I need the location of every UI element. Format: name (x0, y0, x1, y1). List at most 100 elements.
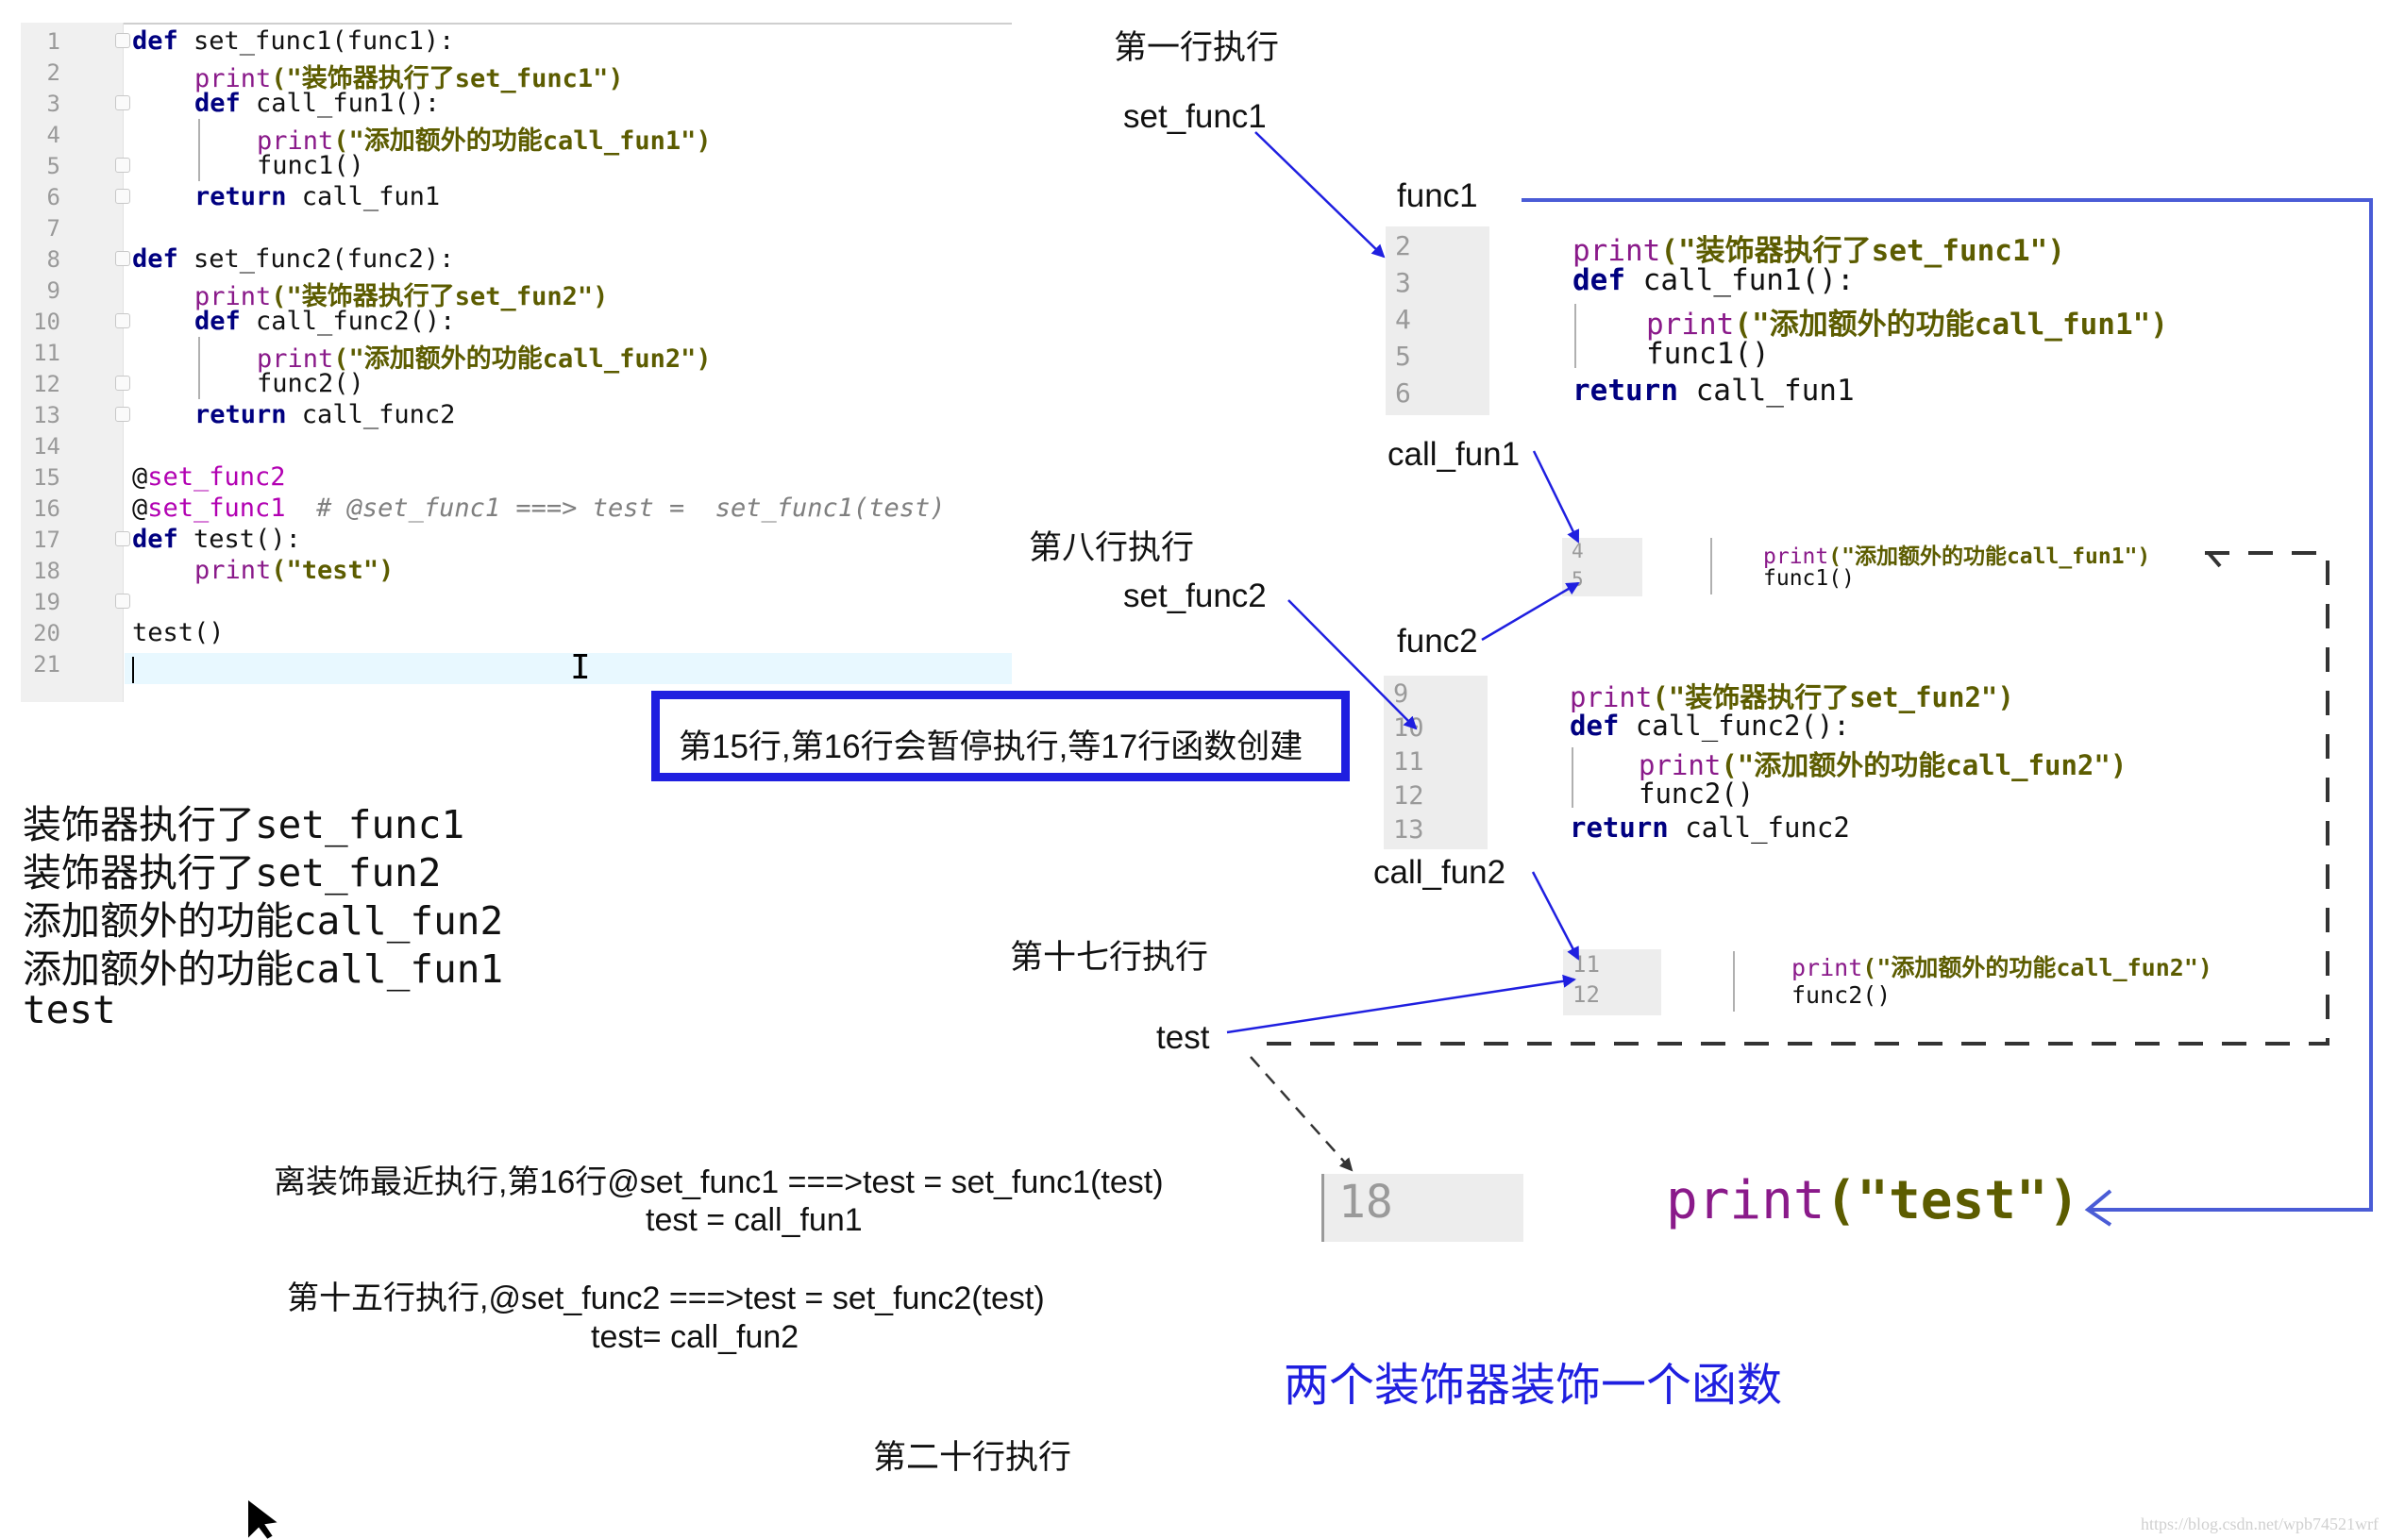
snippet-code-line: print("添加额外的功能call_fun1") (1763, 544, 2151, 569)
fold-marker-icon[interactable] (115, 407, 130, 422)
fold-marker-icon[interactable] (115, 313, 130, 328)
line-number: 11 (33, 340, 60, 366)
snippet-code-line: print("装饰器执行了set_fun2") (1570, 681, 2014, 713)
call-fun1-dashed-link (1253, 551, 2329, 1046)
line-number: 5 (1395, 341, 1411, 372)
arrow-set-func2-to-func2 (1287, 599, 1418, 730)
fold-marker-icon[interactable] (115, 594, 130, 609)
fold-marker-icon[interactable] (115, 95, 130, 110)
line-number: 10 (33, 309, 60, 335)
code-line-17: def test(): (132, 525, 301, 554)
label-call-fun1: call_fun1 (1387, 436, 1521, 473)
indent-guide (1572, 747, 1573, 808)
line-number: 9 (1393, 679, 1409, 709)
label-func2: func2 (1397, 623, 1478, 660)
dashed-hook (2207, 551, 2222, 568)
code-line-15: @set_func2 (132, 462, 286, 492)
label-set-func1: set_func1 (1123, 98, 1267, 135)
line-number: 9 (46, 277, 60, 304)
snippet-func1-gutter (1386, 226, 1489, 415)
arrow-call-fun2-to-snippet (1531, 871, 1580, 961)
snippet-test-gutter (1321, 1174, 1523, 1242)
line-number: 19 (33, 589, 60, 615)
label-first-line: 第一行执行 (1114, 29, 1280, 66)
note-line: test= call_fun2 (591, 1319, 799, 1355)
code-line-8: def set_func2(func2): (132, 244, 455, 274)
fold-marker-icon[interactable] (115, 251, 130, 266)
label-func1: func1 (1397, 177, 1478, 214)
line-number: 13 (33, 402, 60, 428)
line-number: 3 (46, 91, 60, 117)
fold-marker-icon[interactable] (115, 376, 130, 391)
line-number: 13 (1393, 815, 1424, 845)
fold-marker-icon[interactable] (115, 33, 130, 48)
line-number: 17 (33, 527, 60, 553)
indent-guide (198, 337, 200, 399)
code-line-13: return call_func2 (194, 400, 456, 429)
indent-guide (1574, 304, 1576, 368)
line-number: 16 (33, 495, 60, 522)
arrow-func2-to-callfun1 (1481, 581, 1580, 642)
line-number: 1 (46, 28, 60, 55)
output-line: 添加额外的功能call_fun1 (23, 946, 504, 992)
snippet-code-line: func2() (1791, 981, 1892, 1009)
snippet-code-line: return call_fun1 (1572, 374, 1855, 408)
label-call-fun2: call_fun2 (1373, 854, 1506, 891)
line-number: 4 (1395, 304, 1411, 335)
code-line-9: print("装饰器执行了set_fun2") (194, 282, 609, 311)
callout-box: 第15行,第16行会暂停执行,等17行函数创建 (651, 691, 1350, 781)
fold-marker-icon[interactable] (115, 531, 130, 546)
snippet-code-line: def call_func2(): (1570, 710, 1850, 742)
i-beam-cursor-icon: I (570, 648, 591, 687)
line-number: 14 (33, 433, 60, 460)
line-number: 3 (1395, 267, 1411, 298)
line-number: 18 (33, 558, 60, 584)
code-editor[interactable]: 1 2 3 4 5 6 7 8 9 10 11 12 13 14 15 16 1… (21, 23, 1012, 702)
gutter-divider (1321, 1174, 1324, 1242)
line-number: 2 (1395, 230, 1411, 261)
editor-gutter (21, 23, 124, 702)
snippet-code-line: print("添加额外的功能call_fun1") (1646, 308, 2168, 342)
note-line: 离装饰最近执行,第16行@set_func1 ===>test = set_fu… (274, 1164, 1164, 1200)
snippet-code-line: return call_func2 (1570, 812, 1850, 844)
snippet-code-line: print("添加额外的功能call_fun2") (1639, 749, 2127, 781)
indent-guide (1710, 538, 1712, 594)
snippet-code-line: func1() (1763, 566, 1855, 591)
func1-loop-bracket (1522, 198, 2373, 1212)
line-number: 7 (46, 215, 60, 242)
code-line-5: func1() (257, 151, 364, 180)
line-number: 12 (1572, 981, 1600, 1008)
label-seventeenth-line: 第十七行执行 (1010, 939, 1209, 976)
fold-marker-icon[interactable] (115, 189, 130, 204)
note-line: test = call_fun1 (646, 1202, 863, 1238)
line-number: 20 (33, 620, 60, 646)
label-eighth-line: 第八行执行 (1029, 529, 1195, 566)
line-number: 8 (46, 246, 60, 273)
line-number: 21 (33, 651, 60, 678)
arrow-call-fun1-to-snippet (1532, 450, 1580, 544)
code-line-12: func2() (257, 369, 364, 398)
snippet-code-line: func2() (1639, 778, 1755, 810)
line-number: 4 (46, 122, 60, 148)
callout-text: 第15行,第16行会暂停执行,等17行函数创建 (679, 728, 1303, 765)
output-line: 添加额外的功能call_fun2 (23, 898, 504, 944)
line-number: 2 (46, 59, 60, 86)
snippet-code-line: print("test") (1666, 1170, 2080, 1231)
current-line-highlight (125, 653, 1012, 684)
code-line-20: test() (132, 618, 225, 647)
note-line: 第十五行执行,@set_func2 ===>test = set_func2(t… (287, 1281, 1045, 1316)
output-line: 装饰器执行了set_func1 (23, 802, 465, 847)
indent-guide (198, 119, 200, 181)
diagram-caption: 两个装饰器装饰一个函数 (1284, 1361, 1783, 1411)
code-line-16: @set_func1 # @set_func1 ===> test = set_… (132, 494, 946, 523)
snippet-code-line: def call_fun1(): (1572, 263, 1855, 297)
line-number: 11 (1393, 747, 1424, 777)
line-number: 4 (1572, 540, 1584, 562)
func1-loop-arrowhead (2084, 1189, 2112, 1227)
code-line-11: print("添加额外的功能call_fun2") (257, 344, 712, 374)
dashed-arrow-test-to-print (1250, 1056, 1354, 1172)
editor-top-border (21, 23, 1012, 25)
fold-marker-icon[interactable] (115, 158, 130, 173)
arrow-test-to-callfun2 (1226, 974, 1576, 1034)
output-line: 装饰器执行了set_fun2 (23, 850, 442, 896)
